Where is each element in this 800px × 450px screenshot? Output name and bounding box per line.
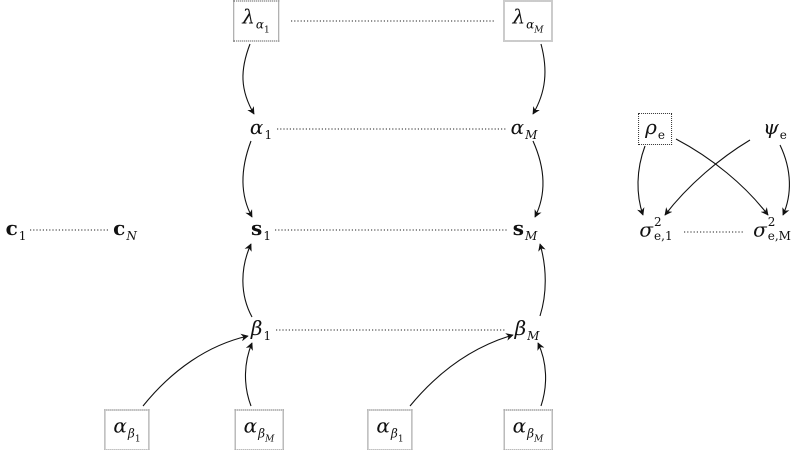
node-beta-m: βM	[515, 318, 540, 342]
edge-psi-sigmaM	[779, 144, 790, 216]
node-alpha-beta-1-right: αβ1	[367, 409, 413, 450]
node-symbol: β	[250, 316, 263, 340]
node-subscript: β	[527, 426, 535, 441]
node-subsubscript: M	[265, 434, 275, 445]
node-symbol: λ	[512, 4, 526, 29]
node-symbol: c	[5, 216, 18, 240]
node-subscript: β	[390, 426, 398, 441]
node-subsubscript: 1	[134, 434, 141, 445]
node-alpha-m: αM	[511, 117, 538, 141]
node-subscript: e,M	[767, 229, 791, 243]
edge-psi-sigma1	[664, 139, 751, 216]
node-symbol: α	[249, 115, 264, 139]
node-symbol: λ	[242, 4, 255, 29]
node-beta-1: β1	[251, 318, 271, 342]
node-superscript: 2	[654, 215, 662, 230]
edge-alphabeta1-beta1	[142, 333, 249, 407]
edge-lambdaM-alphaM	[532, 43, 546, 115]
edge-rho-sigmaM	[675, 138, 769, 216]
node-subscript: 1	[263, 229, 271, 243]
node-subscript: 1	[18, 229, 27, 243]
node-symbol: c	[113, 216, 126, 240]
node-symbol: ψ	[763, 115, 779, 139]
node-alpha-beta-m-right: αβM	[503, 409, 553, 450]
node-symbol: ρ	[645, 115, 657, 139]
node-subsubscript: 1	[397, 434, 404, 445]
edge-alphabetaM-beta1	[244, 342, 253, 407]
edge-betaM-sM	[538, 243, 546, 317]
edge-alphabetaMb-betaM	[537, 342, 547, 407]
node-symbol: β	[514, 316, 527, 340]
node-alpha-beta-1-left: αβ1	[104, 409, 150, 450]
edge-beta1-s1	[242, 243, 253, 318]
node-symbol: α	[243, 413, 258, 438]
node-subscript: β	[258, 426, 266, 441]
node-lambda-alpha-m: λαM	[503, 0, 553, 42]
node-s-1: s1	[251, 218, 271, 242]
node-subscript: M	[525, 128, 538, 142]
node-symbol: σ	[639, 217, 654, 242]
node-subscript: N	[126, 229, 137, 243]
node-subscript: 1	[263, 329, 272, 343]
node-superscript: 2	[767, 215, 776, 230]
node-subscript: α	[255, 17, 265, 32]
edge-rho-sigma1	[637, 145, 646, 216]
edge-alpha1-s1	[242, 140, 253, 218]
node-alpha-beta-m-left: αβM	[234, 409, 284, 450]
node-subsubscript: 1	[264, 25, 270, 36]
node-c-n: cN	[113, 218, 137, 242]
edge-alphabeta1b-betaM	[409, 333, 514, 407]
node-subscript: e,1	[654, 229, 673, 243]
node-subsubscript: M	[534, 25, 544, 36]
node-subscript: α	[526, 17, 535, 32]
node-subscript: β	[127, 426, 135, 441]
edge-lambda1-alpha1	[242, 43, 255, 115]
node-subscript: M	[524, 229, 538, 243]
node-symbol: α	[113, 413, 127, 438]
node-lambda-alpha-1: λα1	[233, 0, 279, 42]
node-c-1: c1	[6, 218, 27, 242]
node-psi-e: ψe	[763, 117, 787, 141]
node-rho-e: ρe	[638, 113, 672, 145]
node-alpha-1: α1	[250, 117, 272, 141]
node-symbol: α	[512, 413, 527, 438]
node-symbol: s	[512, 216, 524, 240]
node-s-m: sM	[513, 218, 538, 242]
node-subscript: 1	[264, 128, 273, 142]
node-symbol: s	[251, 216, 263, 240]
node-subscript: e	[779, 128, 787, 142]
node-symbol: σ	[753, 217, 767, 242]
node-subsubscript: M	[534, 434, 544, 445]
edge-alphaM-sM	[532, 140, 544, 218]
node-subscript: e	[657, 128, 665, 142]
node-symbol: α	[376, 413, 390, 438]
node-symbol: α	[510, 115, 525, 139]
node-subscript: M	[527, 329, 540, 343]
